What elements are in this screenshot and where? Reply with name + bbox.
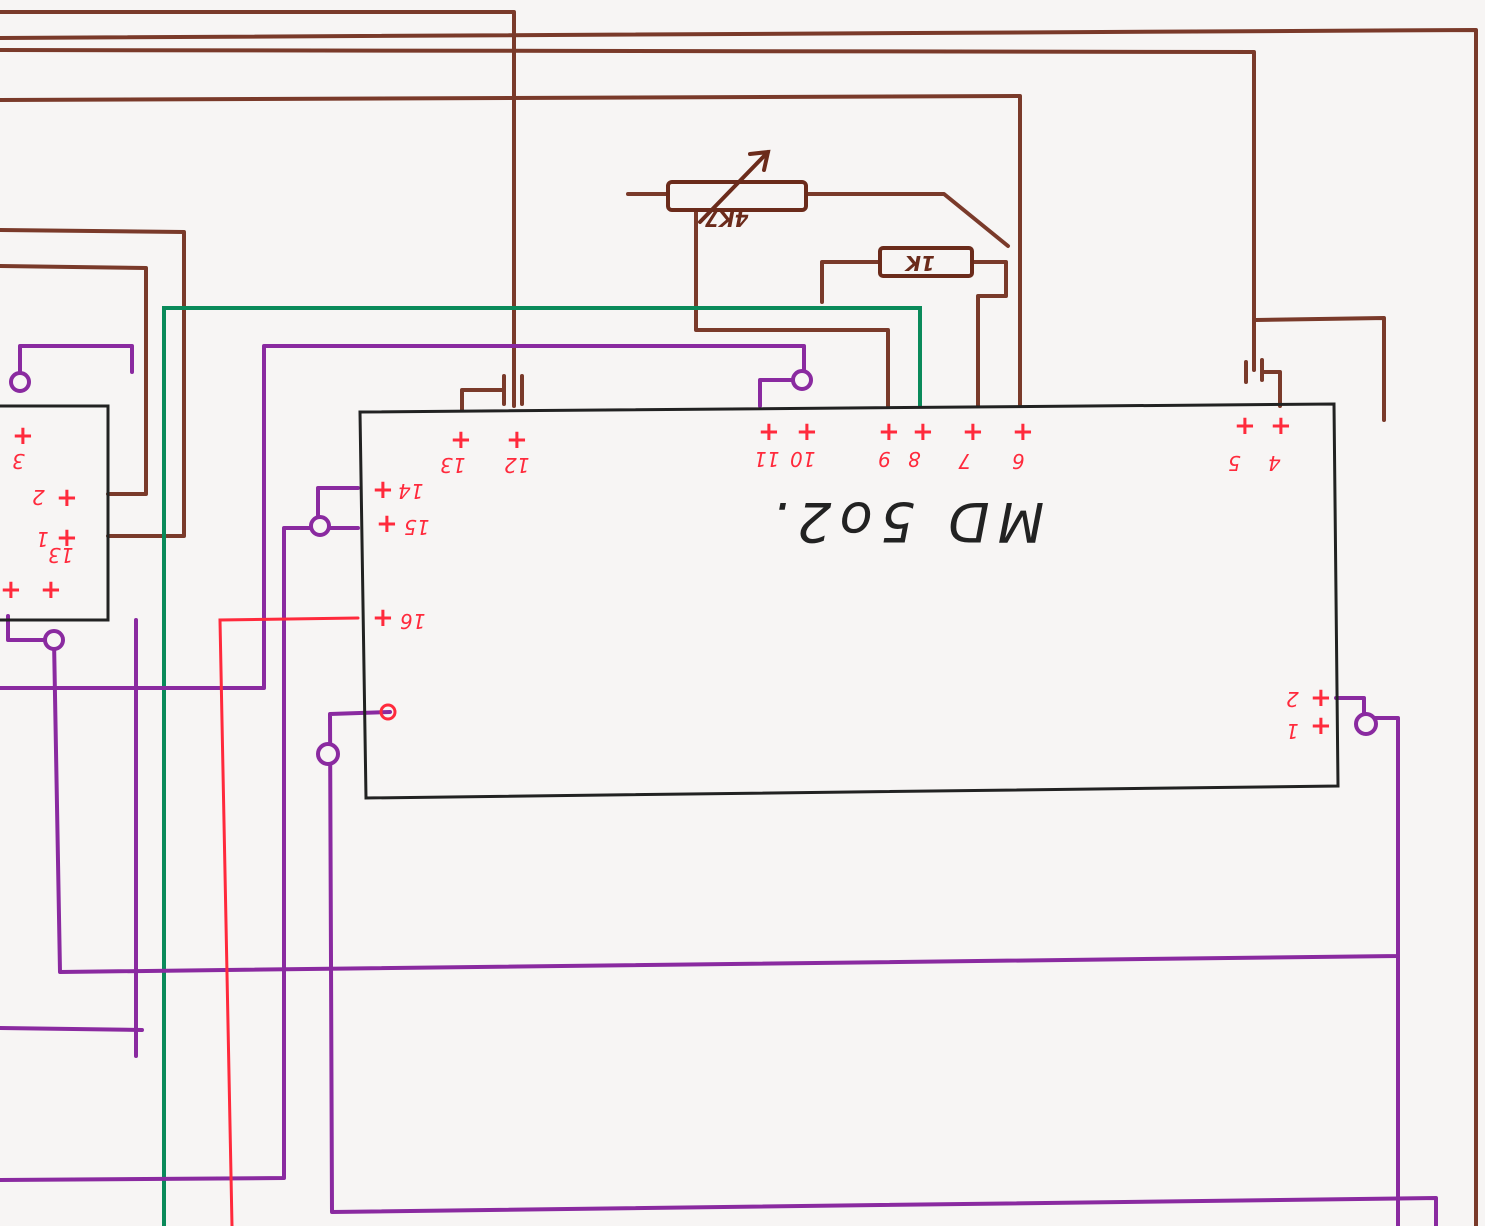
main-chip-outline (358, 402, 1340, 800)
plus-pin14: + (372, 475, 394, 505)
red-wire-pin16 (218, 616, 360, 1226)
potentiometer-4k7 (666, 149, 808, 224)
plus-pin11: + (758, 417, 780, 447)
brown-wire-left-loop2 (0, 264, 148, 496)
plus-pin2: + (1310, 683, 1332, 713)
terminal-pin14 (309, 515, 331, 537)
plus-pin12: + (506, 425, 528, 455)
main-chip-title: MD 5o2. (764, 490, 1044, 553)
red-wires (218, 616, 360, 1226)
pin-label-8: 8 (908, 447, 921, 471)
terminal-pin11 (791, 369, 813, 391)
left-chip-plus-markers: + + + + + (0, 421, 78, 605)
purple-wire-bottom-return (328, 710, 1438, 1226)
left-chip-plus-13b: + (0, 575, 22, 605)
plus-pin4: + (1270, 411, 1292, 441)
pin-label-4: 4 (1268, 451, 1281, 475)
brown-wire-left-loop1 (0, 228, 186, 538)
green-wires (162, 306, 922, 1226)
brown-wire-right-branch (1254, 316, 1386, 422)
pin-label-5: 5 (1228, 451, 1241, 475)
brown-wire-pot-to-pin9 (694, 188, 890, 408)
brown-wire-pin6 (0, 94, 1022, 408)
brown-wire-resistor-right (970, 260, 1008, 408)
green-wire-pin8 (162, 306, 922, 1226)
left-chip-pin2-label: 2 (32, 485, 45, 509)
brown-wire-pin12 (0, 10, 516, 408)
plus-pin1: + (1310, 711, 1332, 741)
pin-label-9: 9 (878, 447, 891, 471)
pin-label-2: 2 (1286, 687, 1299, 711)
resistor-1k (878, 246, 974, 278)
brown-wire-pin4 (0, 48, 1256, 372)
brown-wire-right-outer (0, 28, 1478, 1226)
terminal-left-chip-bottom (43, 629, 65, 651)
brown-wire-resistor-left (820, 260, 882, 304)
pin-label-16: 16 (400, 609, 425, 633)
potentiometer-label: 4K7 (705, 207, 749, 231)
brown-wire-pin5-drop (1260, 370, 1282, 408)
purple-wire-pin11 (758, 378, 798, 408)
plus-pin6: + (1012, 417, 1034, 447)
left-chip-plus-1: + (56, 523, 78, 553)
main-chip-plus-markers: + + + + + + + + + + + + + + + (372, 411, 1332, 741)
purple-wire-left-chip-pin (6, 614, 56, 642)
plus-pin10: + (796, 417, 818, 447)
plus-pin7: + (962, 417, 984, 447)
brown-wires (0, 10, 1478, 1226)
left-chip-plus-13: + (40, 575, 62, 605)
left-chip-pin3-label: 3 (12, 449, 25, 473)
plus-pin16: + (372, 603, 394, 633)
purple-wire-pin14 (316, 486, 360, 526)
pin-label-15: 15 (404, 515, 429, 539)
purple-wire-left-bottom (0, 1026, 144, 1032)
brown-wire-pot-lead-right (804, 192, 1010, 248)
left-chip-outline (0, 404, 110, 622)
plus-pin9: + (878, 417, 900, 447)
left-chip-plus-2: + (56, 483, 78, 513)
purple-wire-pin10 (0, 344, 806, 690)
pin-label-11: 11 (754, 447, 779, 471)
pin-label-14: 14 (398, 479, 423, 503)
pin-label-1: 1 (1286, 719, 1299, 743)
purple-terminals (9, 369, 1378, 766)
plus-pin15: + (376, 509, 398, 539)
brown-wire-pin13-cap (460, 374, 524, 412)
pin-label-13: 13 (440, 453, 465, 477)
pin-label-6: 6 (1012, 449, 1025, 473)
potentiometer-arrow (698, 149, 771, 224)
pin-label-12: 12 (504, 453, 529, 477)
main-chip-pin-labels: 13 12 11 10 9 8 7 6 5 4 14 15 16 2 1 (398, 447, 1299, 743)
plus-pin13: + (450, 425, 472, 455)
terminal-left-chip-top (9, 371, 31, 393)
pin-label-10: 10 (790, 447, 815, 471)
terminal-bottom-left (316, 742, 340, 766)
resistor-body (878, 246, 974, 278)
terminal-red-pin (379, 703, 397, 721)
left-chip-pin13-label: 13 (48, 543, 73, 567)
terminal-right (1354, 712, 1378, 736)
left-chip-pin1-label: 1 (36, 527, 49, 551)
plus-pin5: + (1234, 411, 1256, 441)
resistor-label: 1K (904, 251, 935, 275)
plus-pin8: + (912, 417, 934, 447)
purple-wire-top-left-chip (18, 344, 134, 384)
left-chip-plus-3: + (12, 421, 34, 451)
pin-label-7: 7 (958, 449, 971, 473)
